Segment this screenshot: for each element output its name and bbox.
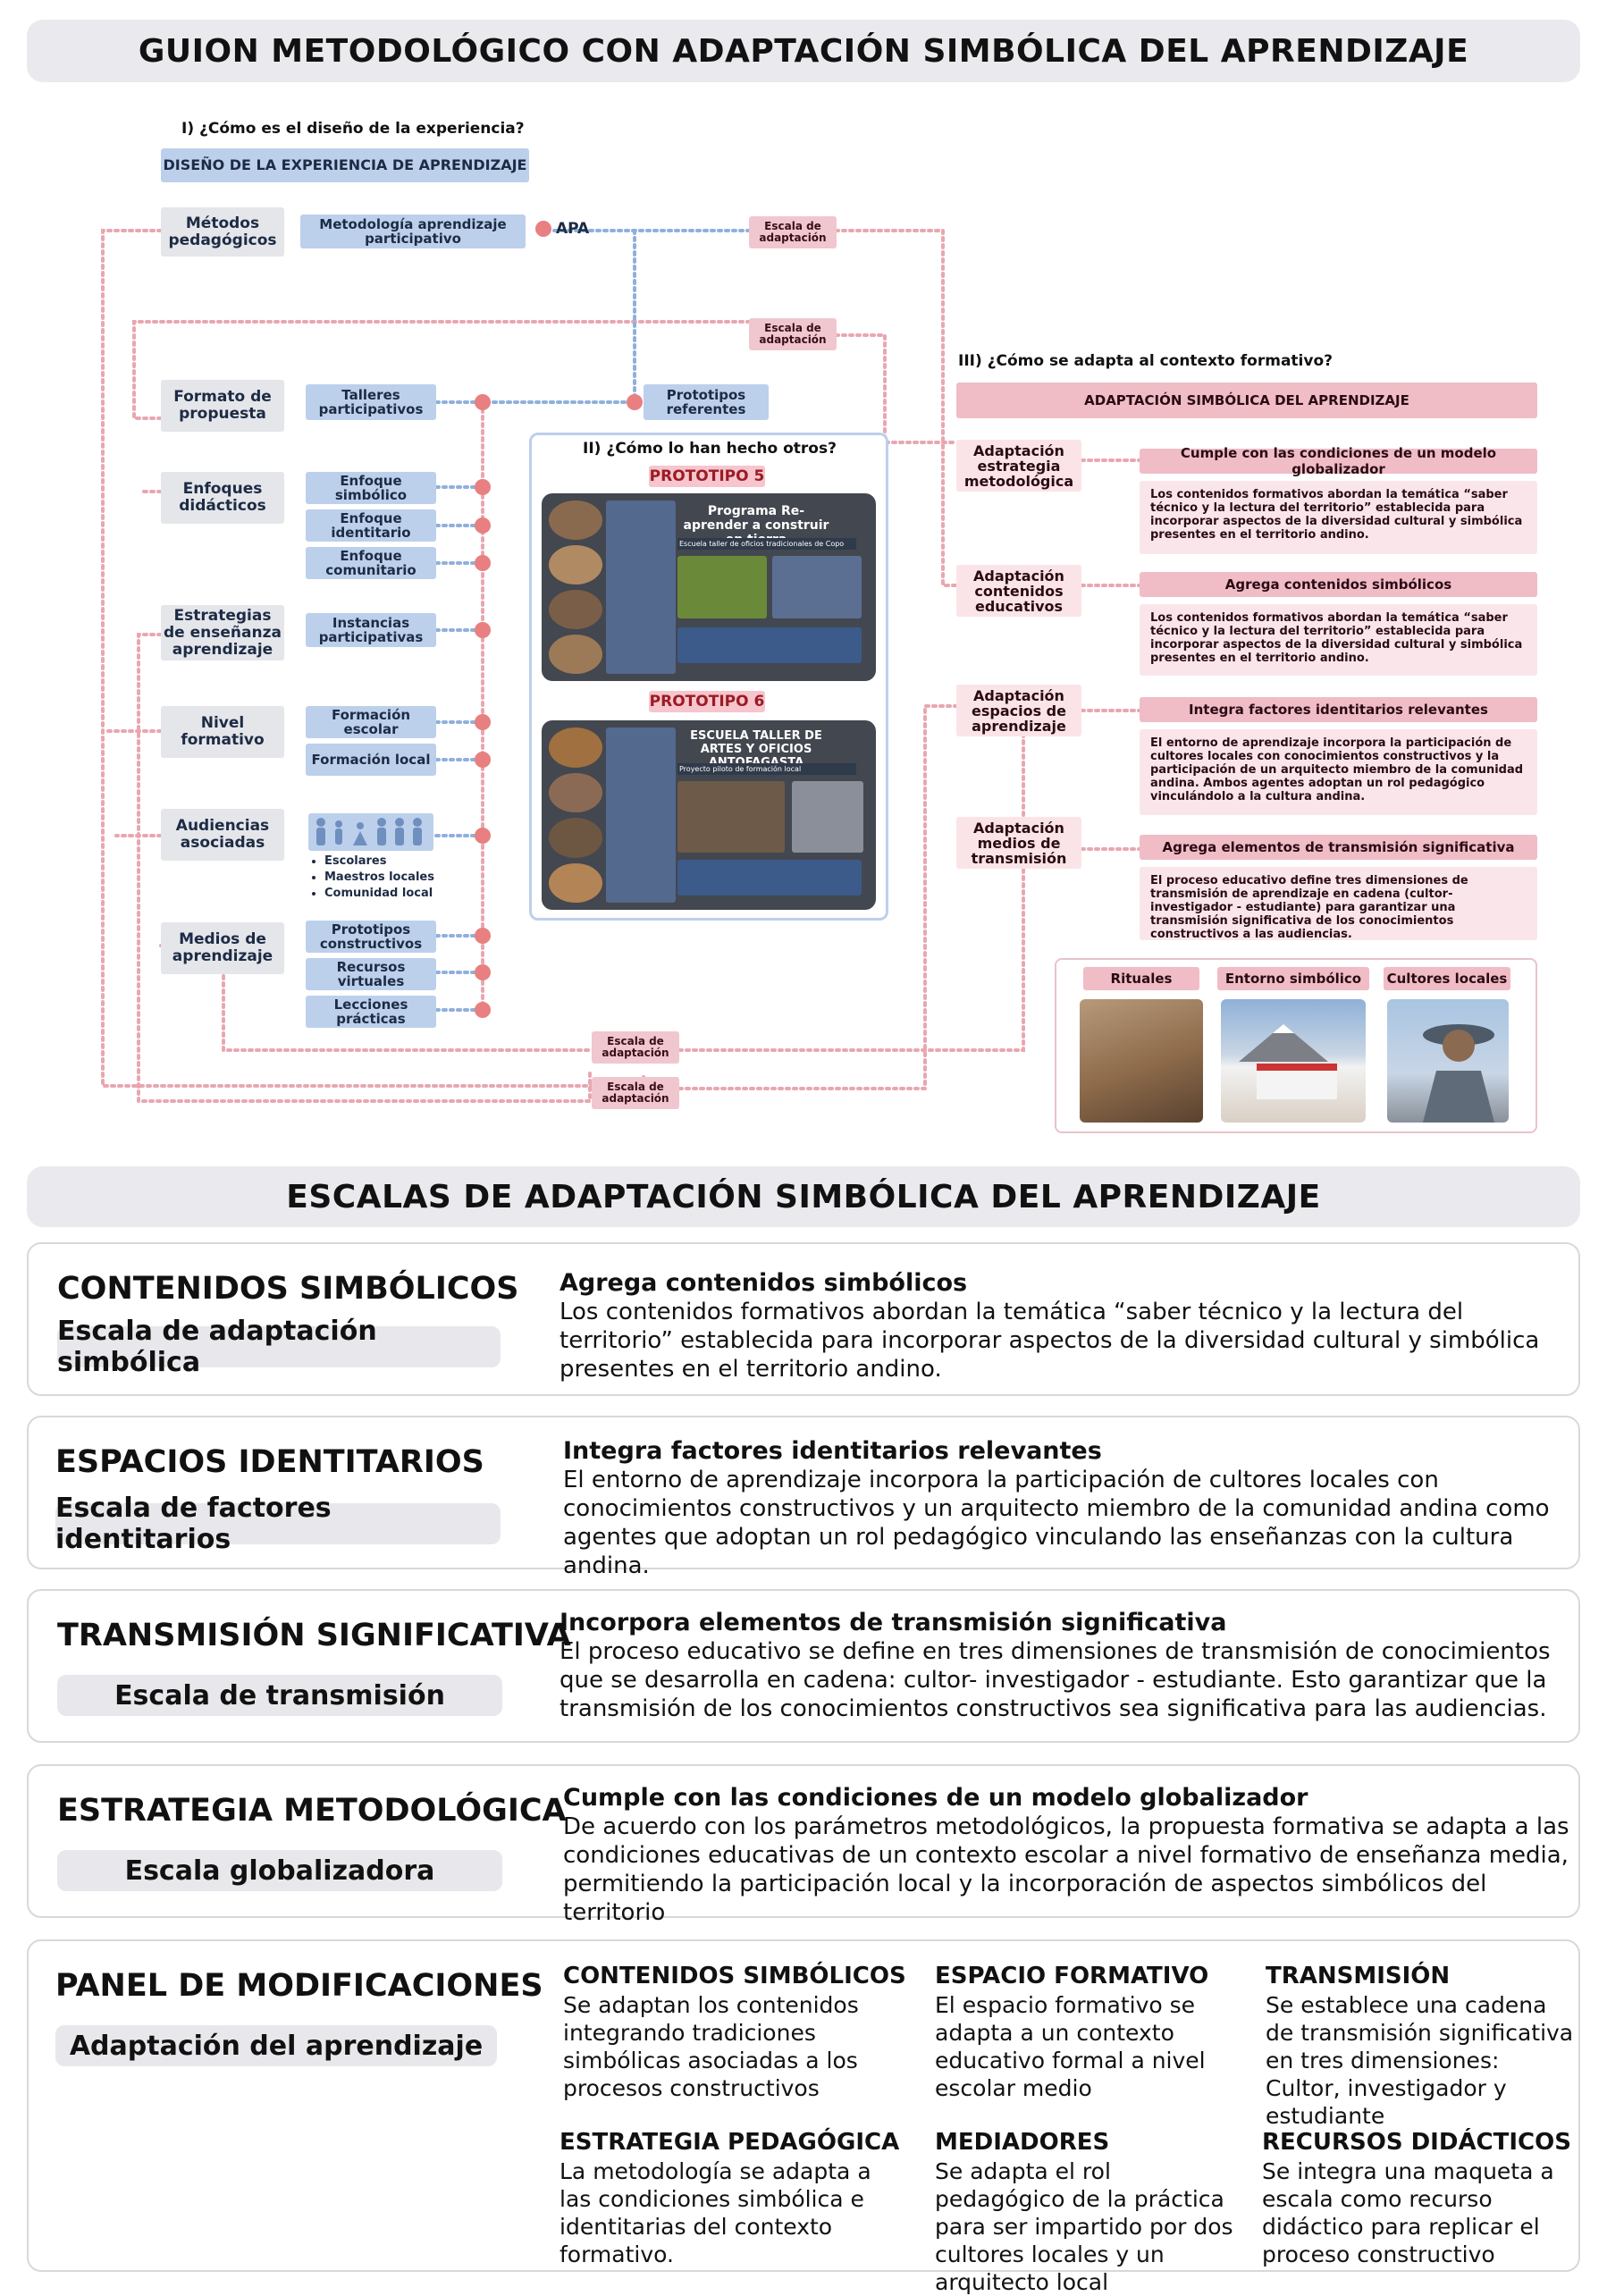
scale-heading: Agrega contenidos simbólicos — [560, 1269, 968, 1297]
item-instancias: Instancias participativas — [306, 613, 436, 647]
audience-people-icon — [308, 813, 433, 851]
adapt-label-medios: Adaptación medios de transmisión — [956, 817, 1081, 869]
section1-header: DISEÑO DE LA EXPERIENCIA DE APRENDIZAJE — [161, 148, 529, 182]
photo-cultores — [1387, 999, 1509, 1123]
scales-title-banner: ESCALAS DE ADAPTACIÓN SIMBÓLICA DEL APRE… — [27, 1166, 1580, 1227]
section1-question: I) ¿Cómo es el diseño de la experiencia? — [181, 120, 525, 138]
scale-heading: Integra factores identitarios relevantes — [563, 1437, 1102, 1465]
main-title: GUION METODOLÓGICO CON ADAPTACIÓN SIMBÓL… — [138, 32, 1469, 70]
item-proto-constructivos: Prototipos constructivos — [306, 921, 436, 953]
item-talleres: Talleres participativos — [306, 384, 436, 420]
mod-heading: ESTRATEGIA PEDAGÓGICA — [560, 2129, 900, 2156]
mod-heading: RECURSOS DIDÁCTICOS — [1262, 2129, 1571, 2156]
scale-body: Los contenidos formativos abordan la tem… — [560, 1299, 1540, 1383]
audience-item: Escolares — [324, 854, 434, 870]
photo-label-entorno: Entorno simbólico — [1217, 967, 1369, 990]
item-enf-comunitario: Enfoque comunitario — [306, 547, 436, 579]
mod-body: El espacio formativo se adapta a un cont… — [935, 1992, 1206, 2101]
adapt-text-espacios: El entorno de aprendizaje incorpora la p… — [1140, 729, 1537, 815]
adapt-title-estrategia: Cumple con las condiciones de un modelo … — [1140, 445, 1537, 477]
adapt-text-estrategia: Los contenidos formativos abordan la tem… — [1140, 481, 1537, 554]
scale-panel-transmision — [27, 1589, 1580, 1743]
photo-label-cultores: Cultores locales — [1384, 967, 1510, 990]
escala-box: Escala de adaptación — [592, 1031, 679, 1064]
modifications-title: PANEL DE MODIFICACIONES — [55, 1968, 543, 2004]
item-enf-simbolico: Enfoque simbólico — [306, 472, 436, 504]
row-nivel: Nivel formativo — [161, 706, 284, 758]
audience-list: Escolares Maestros locales Comunidad loc… — [308, 854, 434, 902]
scale-title: CONTENIDOS SIMBÓLICOS — [57, 1271, 519, 1307]
scale-title: ESPACIOS IDENTITARIOS — [55, 1444, 484, 1480]
item-recursos-virtuales: Recursos virtuales — [306, 958, 436, 990]
photo-label-rituales: Rituales — [1083, 967, 1199, 990]
scale-body: De acuerdo con los parámetros metodológi… — [563, 1813, 1569, 1926]
mod-body: Se adapta el rol pedagógico de la prácti… — [935, 2158, 1233, 2295]
photo-entorno — [1221, 999, 1366, 1123]
item-form-escolar: Formación escolar — [306, 706, 436, 738]
scale-title: TRANSMISIÓN SIGNIFICATIVA — [57, 1618, 571, 1653]
mod-heading: MEDIADORES — [935, 2129, 1110, 2156]
adapt-label-espacios: Adaptación espacios de aprendizaje — [956, 685, 1081, 736]
scale-subtitle: Escala de adaptación simbólica — [57, 1316, 501, 1378]
escala-box: Escala de adaptación — [749, 318, 837, 350]
item-prototipos-ref: Prototipos referentes — [644, 384, 769, 420]
row-estrategias: Estrategias de enseñanza aprendizaje — [161, 605, 284, 660]
scale-panel-estrategia — [27, 1764, 1580, 1918]
scale-subtitle: Escala de factores identitarios — [55, 1493, 501, 1555]
scales-title: ESCALAS DE ADAPTACIÓN SIMBÓLICA DEL APRE… — [286, 1178, 1321, 1215]
mod-heading: TRANSMISIÓN — [1266, 1963, 1451, 1989]
section2-question: II) ¿Cómo lo han hecho otros? — [583, 440, 837, 458]
adapt-title-medios: Agrega elementos de transmisión signific… — [1140, 835, 1537, 860]
audience-item: Comunidad local — [324, 886, 434, 902]
audience-item: Maestros locales — [324, 870, 434, 886]
proto6-card: ESCUELA TALLER DE ARTES Y OFICIOS ANTOFA… — [542, 720, 876, 910]
item-apa: APA — [556, 220, 590, 238]
apa-dot — [535, 221, 551, 237]
item-form-local: Formación local — [306, 744, 436, 776]
mod-body: Se adaptan los contenidos integrando tra… — [563, 1992, 859, 2101]
proto5-card: Programa Re-aprender a construir en tier… — [542, 493, 876, 681]
scale-panel-contenidos — [27, 1242, 1580, 1396]
proto6-sub: Proyecto piloto de formación local — [677, 763, 856, 775]
mod-body: La metodología se adapta a las condicion… — [560, 2158, 871, 2267]
proto5-label: PROTOTIPO 5 — [649, 466, 765, 487]
modifications-panel — [27, 1939, 1580, 2272]
item-metodologia: Metodología aprendizaje participativo — [300, 214, 526, 248]
scale-body: El entorno de aprendizaje incorpora la p… — [563, 1467, 1550, 1579]
scale-title: ESTRATEGIA METODOLÓGICA — [57, 1793, 567, 1829]
scale-subtitle: Escala de transmisión — [57, 1675, 502, 1716]
adapt-text-medios: El proceso educativo define tres dimensi… — [1140, 867, 1537, 941]
adapt-title-espacios: Integra factores identitarios relevantes — [1140, 697, 1537, 722]
item-lecciones: Lecciones prácticas — [306, 996, 436, 1028]
adapt-title-contenidos: Agrega contenidos simbólicos — [1140, 572, 1537, 597]
mod-heading: ESPACIO FORMATIVO — [935, 1963, 1209, 1989]
item-enf-identitario: Enfoque identitario — [306, 509, 436, 542]
proto6-label: PROTOTIPO 6 — [649, 691, 765, 712]
section3-question: III) ¿Cómo se adapta al contexto formati… — [958, 352, 1333, 370]
adapt-label-contenidos: Adaptación contenidos educativos — [956, 565, 1081, 617]
row-formato: Formato de propuesta — [161, 380, 284, 432]
escala-box: Escala de adaptación — [592, 1077, 679, 1109]
row-metodos: Métodos pedagógicos — [161, 207, 284, 257]
scale-heading: Cumple con las condiciones de un modelo … — [563, 1784, 1308, 1812]
escala-box: Escala de adaptación — [749, 216, 837, 248]
adapt-label-estrategia: Adaptación estrategia metodológica — [956, 440, 1081, 492]
mod-heading: CONTENIDOS SIMBÓLICOS — [563, 1963, 906, 1989]
scale-heading: Incorpora elementos de transmisión signi… — [560, 1609, 1227, 1636]
row-medios: Medios de aprendizaje — [161, 922, 284, 974]
row-audiencias: Audiencias asociadas — [161, 809, 284, 861]
mod-body: Se integra una maqueta a escala como rec… — [1262, 2158, 1554, 2267]
scale-subtitle: Escala globalizadora — [57, 1850, 502, 1891]
adapt-text-contenidos: Los contenidos formativos abordan la tem… — [1140, 604, 1537, 676]
row-enfoques: Enfoques didácticos — [161, 472, 284, 524]
proto5-sub: Escuela taller de oficios tradicionales … — [677, 538, 856, 550]
scale-body: El proceso educativo se define en tres d… — [560, 1638, 1551, 1722]
photo-rituales — [1080, 999, 1203, 1123]
main-title-banner: GUION METODOLÓGICO CON ADAPTACIÓN SIMBÓL… — [27, 20, 1580, 82]
mod-body: Se establece una cadena de transmisión s… — [1266, 1992, 1574, 2129]
modifications-subtitle: Adaptación del aprendizaje — [55, 2025, 497, 2066]
section3-header: ADAPTACIÓN SIMBÓLICA DEL APRENDIZAJE — [956, 383, 1537, 418]
